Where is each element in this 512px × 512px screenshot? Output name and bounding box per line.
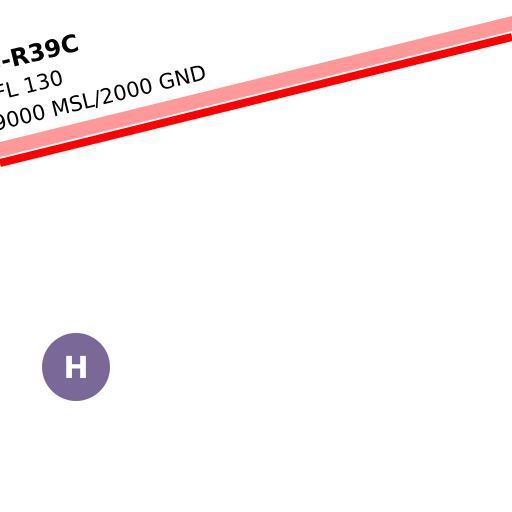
airspace-boundary-line[interactable]: [0, 33, 512, 167]
heliport-icon[interactable]: H: [42, 333, 110, 401]
heliport-circle: [42, 333, 110, 401]
airspace-buffer-band: [0, 16, 512, 157]
heliport-letter: H: [63, 351, 88, 386]
